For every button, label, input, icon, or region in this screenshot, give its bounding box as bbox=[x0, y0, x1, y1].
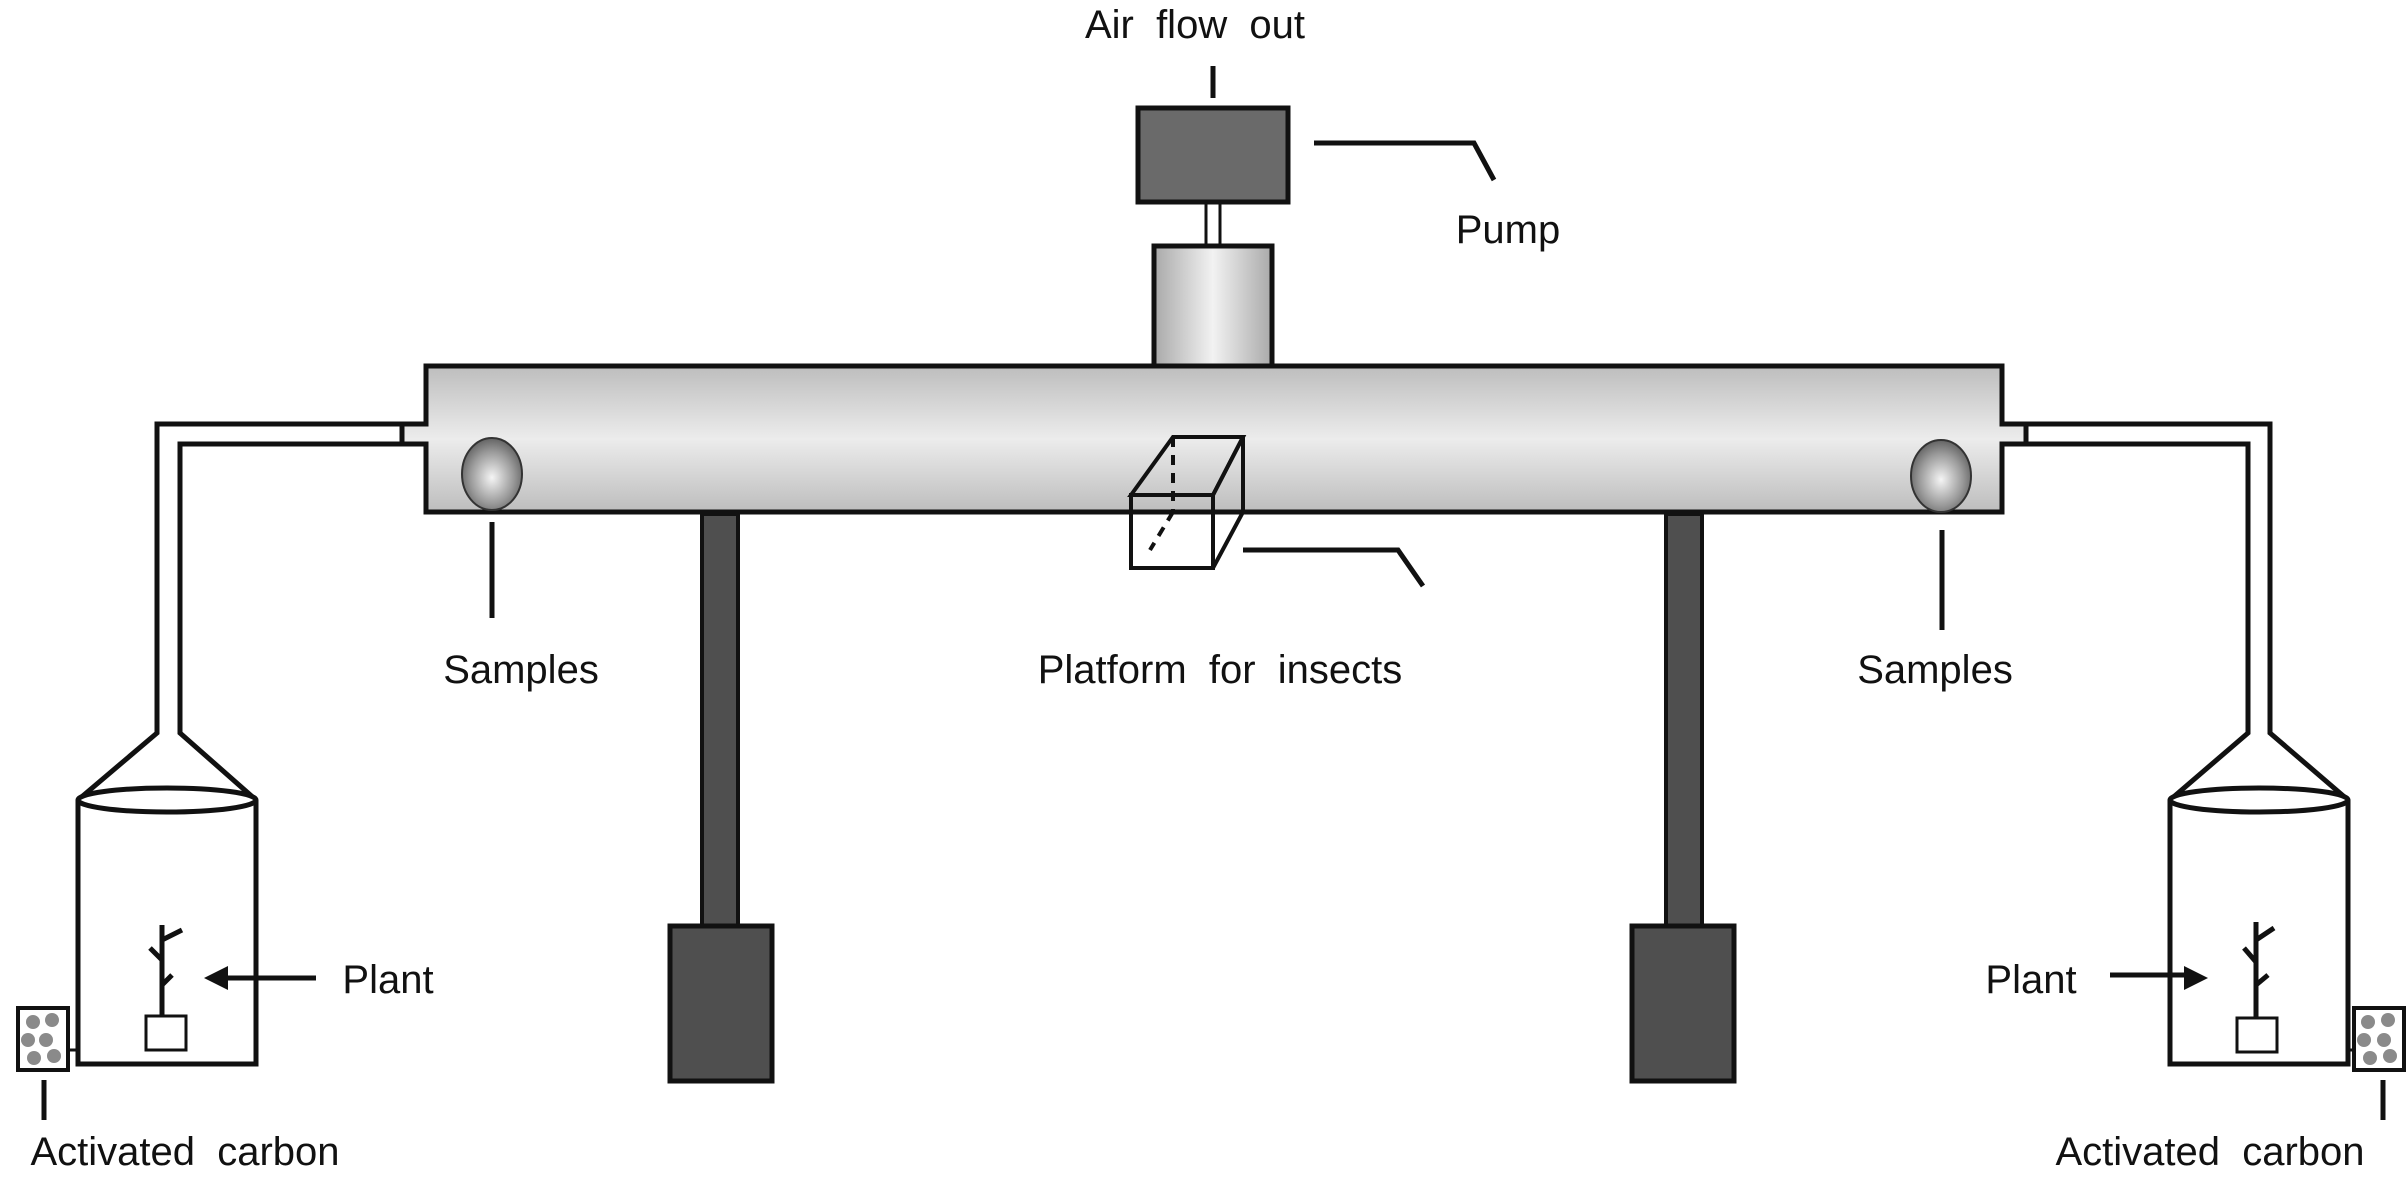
label-platform: Platform for insects bbox=[1038, 648, 1403, 692]
pump-cylinder bbox=[1151, 243, 1275, 369]
label-carbon-left: Activated carbon bbox=[30, 1130, 339, 1174]
label-air-flow-out: Air flow out bbox=[1085, 3, 1305, 47]
pump bbox=[1135, 105, 1291, 205]
leg-left bbox=[700, 512, 740, 928]
label-carbon-right: Activated carbon bbox=[2055, 1130, 2364, 1174]
foot-left bbox=[667, 923, 775, 1084]
label-plant-right: Plant bbox=[1985, 958, 2076, 1002]
activated-carbon-left bbox=[16, 1006, 78, 1072]
sample-right bbox=[1910, 439, 1972, 513]
right-tube-outer bbox=[2026, 421, 2350, 802]
label-pump: Pump bbox=[1456, 208, 1561, 252]
plant-jar-left bbox=[75, 785, 259, 1067]
label-samples-right: Samples bbox=[1857, 648, 2013, 692]
right-tube-inner bbox=[2026, 441, 2251, 802]
left-tube-outer bbox=[76, 421, 402, 802]
leg-right bbox=[1664, 512, 1704, 928]
label-samples-left: Samples bbox=[443, 648, 599, 692]
platform-leader-line bbox=[1243, 547, 1426, 588]
plant-left-arrowhead bbox=[204, 966, 228, 990]
label-plant-left: Plant bbox=[342, 958, 433, 1002]
sample-left bbox=[461, 437, 523, 511]
pump-leader-line bbox=[1314, 140, 1497, 182]
plant-jar-right bbox=[2167, 785, 2351, 1067]
plant-right-arrowhead bbox=[2184, 966, 2208, 990]
activated-carbon-right bbox=[2348, 1006, 2406, 1072]
left-tube-inner bbox=[177, 441, 402, 802]
insect-platform bbox=[1127, 435, 1247, 570]
foot-right bbox=[1629, 923, 1737, 1084]
